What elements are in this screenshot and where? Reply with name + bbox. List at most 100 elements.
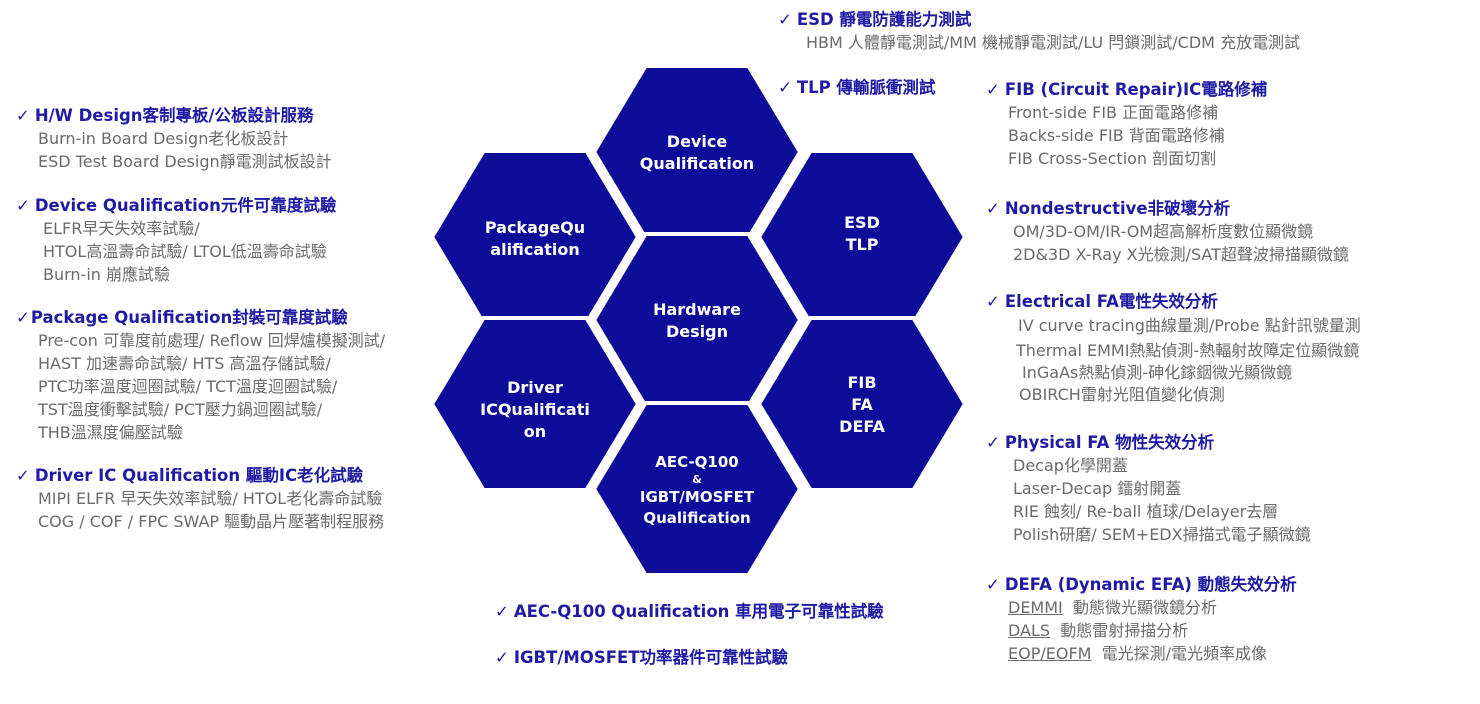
hex-fib-line-1: FIB	[847, 373, 877, 392]
defa-abbr: DEMMI	[1008, 598, 1063, 617]
section-title: H/W Design客制專板/公板設計服務	[34, 106, 314, 125]
list-item: MIPI ELFR 早天失效率試驗/ HTOL老化壽命試驗	[38, 489, 383, 508]
list-item: Burn-in 崩應試驗	[43, 265, 171, 284]
hex-driver-line-2: ICQualificati	[480, 400, 590, 419]
section-title: FIB (Circuit Repair)IC電路修補	[1004, 80, 1268, 99]
list-item: HTOL高溫壽命試驗/ LTOL低溫壽命試驗	[43, 242, 327, 261]
defa-desc: 動態微光顯微鏡分析	[1072, 598, 1217, 617]
section-title: IGBT/MOSFET功率器件可靠性試驗	[513, 648, 788, 667]
list-item: InGaAs熱點偵測-砷化鎵銦微光顯微鏡	[1022, 363, 1293, 382]
hex-driver-label: Driver ICQualificati on	[470, 377, 600, 443]
list-item: RIE 蝕刻/ Re-ball 植球/Delayer去層	[1013, 502, 1279, 521]
hex-aec-line-2: &	[692, 473, 702, 486]
list-item: DEMMI 動態微光顯微鏡分析	[986, 596, 1297, 619]
left-section-package-qualification: ✓Package Qualification封裝可靠度試驗 Pre-con 可靠…	[16, 306, 385, 444]
right-section-physical-fa: ✓Physical FA 物性失效分析 Decap化學開蓋 Laser-Deca…	[986, 431, 1311, 546]
section-title: Nondestructive非破壞分析	[1004, 199, 1231, 218]
check-icon: ✓	[16, 308, 30, 327]
section-title: Driver IC Qualification 驅動IC老化試驗	[34, 466, 364, 485]
list-item: Laser-Decap 鐳射開蓋	[1013, 479, 1182, 498]
hex-esd-line-2: TLP	[845, 235, 879, 254]
right-section-nondestructive: ✓Nondestructive非破壞分析 OM/3D-OM/IR-OM超高解析度…	[986, 197, 1349, 266]
list-item: Pre-con 可靠度前處理/ Reflow 回焊爐模擬測試/	[38, 331, 386, 350]
defa-desc: 動態雷射掃描分析	[1060, 621, 1189, 640]
section-title: DEFA (Dynamic EFA) 動態失效分析	[1004, 575, 1297, 594]
hex-package-line-1: PackageQu	[484, 218, 586, 237]
hex-device-line-2: Qualification	[639, 154, 755, 173]
list-item: THB溫濕度偏壓試驗	[38, 423, 183, 442]
list-item: 2D&3D X-Ray X光檢測/SAT超聲波掃描顯微鏡	[1013, 245, 1349, 264]
right-section-defa: ✓DEFA (Dynamic EFA) 動態失效分析 DEMMI 動態微光顯微鏡…	[986, 573, 1297, 665]
check-icon: ✓	[16, 466, 30, 485]
list-item: FIB Cross-Section 剖面切割	[1008, 149, 1217, 168]
list-item: Polish研磨/ SEM+EDX掃描式電子顯微鏡	[1013, 525, 1311, 544]
hex-driver-line-3: on	[523, 422, 547, 441]
list-item: PTC功率溫度迴圈試驗/ TCT溫度迴圈試驗/	[38, 377, 338, 396]
hex-driver-line-1: Driver	[507, 378, 563, 397]
hex-fib-label: FIB FA DEFA	[797, 372, 927, 438]
hex-fib-fa-defa[interactable]	[756, 316, 968, 492]
hex-fib-line-2: FA	[851, 395, 873, 414]
bottom-section-igbt: ✓IGBT/MOSFET功率器件可靠性試驗	[495, 646, 788, 669]
hex-driver-ic-qualification[interactable]	[429, 316, 641, 492]
hex-hardware-line-1: Hardware	[653, 300, 741, 319]
hex-package-label: PackageQu alification	[470, 217, 600, 261]
check-icon: ✓	[986, 575, 1000, 594]
list-item: HAST 加速壽命試驗/ HTS 高溫存儲試驗/	[38, 354, 331, 373]
list-item: Backs-side FIB 背面電路修補	[1008, 126, 1225, 145]
list-item: OM/3D-OM/IR-OM超高解析度數位顯微鏡	[1013, 222, 1314, 241]
check-icon: ✓	[986, 433, 1000, 452]
hex-esd-line-1: ESD	[844, 213, 880, 232]
hex-device-line-1: Device	[666, 132, 728, 151]
list-item: COG / COF / FPC SWAP 驅動晶片壓著制程服務	[38, 512, 385, 531]
list-item: ELFR早天失效率試驗/	[43, 219, 200, 238]
check-icon: ✓	[986, 80, 1000, 99]
hex-device-label: Device Qualification	[632, 131, 762, 175]
list-item: TST溫度衝擊試驗/ PCT壓力鍋迴圈試驗/	[38, 400, 323, 419]
defa-abbr: EOP/EOFM	[1008, 644, 1092, 663]
section-title: TLP 傳輸脈衝測試	[796, 78, 936, 97]
bottom-section-aec: ✓AEC-Q100 Qualification 車用電子可靠性試驗	[495, 600, 884, 623]
check-icon: ✓	[16, 196, 30, 215]
section-title: Electrical FA電性失效分析	[1004, 292, 1218, 311]
list-item: Thermal EMMI熱點偵測-熱輻射故障定位顯微鏡	[1016, 341, 1360, 360]
section-title: Physical FA 物性失效分析	[1004, 433, 1215, 452]
hex-hardware-line-2: Design	[666, 322, 728, 341]
check-icon: ✓	[495, 648, 509, 667]
list-item: Decap化學開蓋	[1013, 456, 1128, 475]
list-item: IV curve tracing曲線量測/Probe 點針訊號量測	[1018, 316, 1361, 335]
list-item: Front-side FIB 正面電路修補	[1008, 103, 1219, 122]
list-item: ESD Test Board Design靜電測試板設計	[38, 152, 332, 171]
list-item: DALS 動態雷射掃描分析	[986, 619, 1297, 642]
defa-desc: 電光探測/電光頻率成像	[1101, 644, 1268, 663]
hex-aec-label: AEC-Q100 & IGBT/MOSFET Qualification	[632, 452, 762, 529]
list-item: Burn-in Board Design老化板設計	[38, 129, 289, 148]
check-icon: ✓	[986, 292, 1000, 311]
hex-aec-line-1: AEC-Q100	[655, 453, 739, 471]
hex-aec-line-4: Qualification	[643, 509, 751, 527]
hex-aec-igbt-qualification[interactable]	[591, 401, 803, 577]
list-item: HBM 人體靜電測試/MM 機械靜電測試/LU 閂鎖測試/CDM 充放電測試	[806, 33, 1301, 52]
hex-esd-label: ESD TLP	[797, 212, 927, 256]
check-icon: ✓	[16, 106, 30, 125]
left-section-device-qualification: ✓Device Qualification元件可靠度試驗 ELFR早天失效率試驗…	[16, 194, 336, 286]
section-title: Device Qualification元件可靠度試驗	[34, 196, 337, 215]
hex-fib-line-3: DEFA	[839, 417, 885, 436]
hex-aec-line-3: IGBT/MOSFET	[639, 488, 755, 506]
top-section-tlp: ✓TLP 傳輸脈衝測試	[778, 76, 935, 99]
list-item: OBIRCH雷射光阻值變化偵測	[1019, 385, 1225, 404]
check-icon: ✓	[778, 10, 792, 29]
left-section-hw-design: ✓H/W Design客制專板/公板設計服務 Burn-in Board Des…	[16, 104, 332, 173]
section-title: ESD 靜電防護能力測試	[796, 10, 972, 29]
defa-abbr: DALS	[1008, 621, 1051, 640]
right-section-electrical-fa: ✓Electrical FA電性失效分析 IV curve tracing曲線量…	[986, 290, 1361, 406]
hex-package-line-2: alification	[490, 240, 580, 259]
left-section-driver-ic: ✓Driver IC Qualification 驅動IC老化試驗 MIPI E…	[16, 464, 384, 533]
hex-hardware-label: Hardware Design	[632, 299, 762, 343]
check-icon: ✓	[778, 78, 792, 97]
top-section-esd: ✓ESD 靜電防護能力測試 HBM 人體靜電測試/MM 機械靜電測試/LU 閂鎖…	[778, 8, 1300, 54]
section-title: AEC-Q100 Qualification 車用電子可靠性試驗	[513, 602, 884, 621]
check-icon: ✓	[495, 602, 509, 621]
section-title: Package Qualification封裝可靠度試驗	[30, 308, 348, 327]
